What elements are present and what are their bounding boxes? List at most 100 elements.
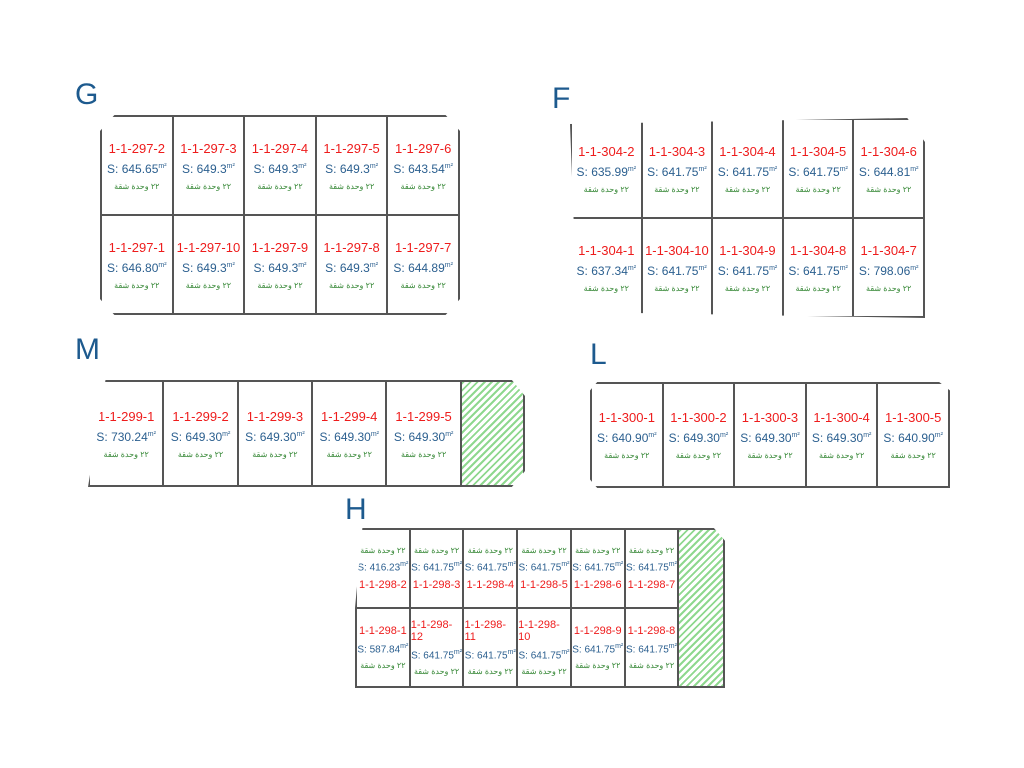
plot-note: ٢٢ وحدة شقة xyxy=(795,184,841,194)
plot-id: 1-1-297-4 xyxy=(251,140,309,156)
plot-area: S: 641.75m² xyxy=(464,560,516,574)
plot-note: ٢٢ وحدة شقة xyxy=(114,280,160,290)
plot-cell[interactable]: 1-1-300-1 S: 640.90m² ٢٢ وحدة شقة xyxy=(591,383,663,487)
plot-cell[interactable]: 1-1-300-5 S: 640.90m² ٢٢ وحدة شقة xyxy=(877,383,949,487)
plot-note: ٢٢ وحدة شقة xyxy=(604,451,650,460)
plot-area: S: 641.75m² xyxy=(464,648,516,662)
plot-id: 1-1-298-5 xyxy=(520,579,568,592)
plot-note: ٢٢ وحدة شقة xyxy=(185,280,232,290)
plot-id: 1-1-299-3 xyxy=(246,408,304,424)
plot-note: ٢٢ وحدة شقة xyxy=(257,280,303,290)
plot-area: S: 641.75m² xyxy=(518,648,570,662)
plot-area: S: 641.75m² xyxy=(788,263,848,278)
plot-area: S: 649.3m² xyxy=(253,260,307,275)
plot-id: 1-1-297-7 xyxy=(395,239,452,255)
plot-area: S: 730.24m² xyxy=(96,429,156,444)
plot-id: 1-1-300-1 xyxy=(598,410,655,425)
plot-note: ٢٢ وحدة شقة xyxy=(326,449,372,459)
plot-id: 1-1-298-1 xyxy=(359,624,407,637)
plot-area: S: 640.90m² xyxy=(883,431,943,445)
plot-id: 1-1-298-12 xyxy=(410,618,453,643)
plot-id: 1-1-297-8 xyxy=(323,239,380,255)
plot-note: ٢٢ وحدة شقة xyxy=(413,545,460,555)
plot-note: ٢٢ وحدة شقة xyxy=(400,449,447,459)
plot-note: ٢٢ وحدة شقة xyxy=(628,661,675,671)
plot-area: S: 641.75m² xyxy=(411,560,463,574)
plot-area: S: 416.23m² xyxy=(357,560,409,574)
plot-area: S: 798.06m² xyxy=(858,263,919,278)
plot-area: S: 641.75m² xyxy=(572,642,624,656)
plot-note: ٢٢ وحدة شقة xyxy=(890,451,936,460)
plot-id: 1-1-297-9 xyxy=(251,239,309,255)
plot-area: S: 649.30m² xyxy=(811,431,872,445)
plot-id: 1-1-298-9 xyxy=(573,624,622,637)
plot-area: S: 637.34m² xyxy=(576,263,637,278)
plot-note: ٢٢ وحدة شقة xyxy=(583,283,629,293)
plot-id: 1-1-300-2 xyxy=(670,410,727,425)
plot-id: 1-1-299-2 xyxy=(172,408,229,424)
plot-id: 1-1-298-10 xyxy=(518,618,560,643)
plot-id: 1-1-298-8 xyxy=(627,624,676,637)
plot-note: ٢٢ وحدة شقة xyxy=(360,661,406,671)
block-label-G: G xyxy=(75,78,99,111)
plot-id: 1-1-304-6 xyxy=(860,143,917,159)
plot-id: 1-1-298-6 xyxy=(573,579,622,592)
plot-cell[interactable]: 1-1-297-9 S: 649.3m² ٢٢ وحدة شقة xyxy=(244,215,316,314)
plot-id: 1-1-304-4 xyxy=(719,143,776,159)
plot-area: S: 649.30m² xyxy=(668,431,729,445)
plot-note: ٢٢ وحدة شقة xyxy=(177,449,224,459)
plot-note: ٢٢ وحدة شقة xyxy=(114,181,160,191)
plot-note: ٢٢ وحدة شقة xyxy=(654,184,700,194)
plot-id: 1-1-297-5 xyxy=(323,140,380,156)
plot-id: 1-1-304-9 xyxy=(719,242,776,258)
plot-area: S: 641.75m² xyxy=(647,164,707,179)
plot-note: ٢٢ وحدة شقة xyxy=(360,545,406,555)
plot-cell[interactable]: 1-1-299-2 S: 649.30m² ٢٢ وحدة شقة xyxy=(163,381,238,486)
plot-id: 1-1-300-5 xyxy=(885,410,942,425)
plot-note: ٢٢ وحدة شقة xyxy=(654,283,700,293)
reserved-area xyxy=(460,381,524,486)
plot-area: S: 640.90m² xyxy=(597,431,657,445)
plot-area: S: 641.75m² xyxy=(625,560,677,574)
plot-note: ٢٢ وحدة شقة xyxy=(413,667,460,677)
plot-area: S: 649.30m² xyxy=(170,429,231,444)
